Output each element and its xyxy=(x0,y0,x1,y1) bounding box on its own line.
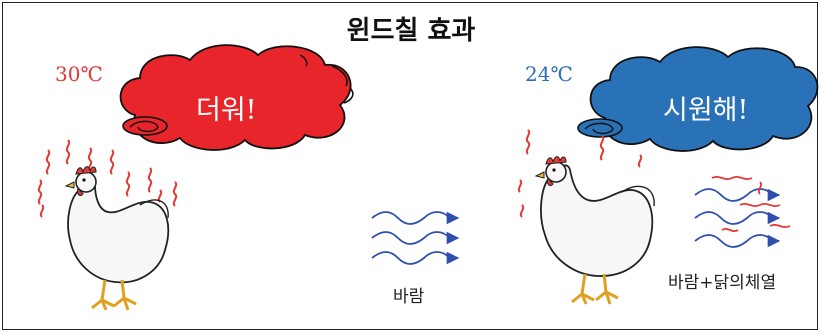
heat-waves-right xyxy=(517,129,643,218)
thought-bubble-red-icon xyxy=(119,44,354,151)
thought-bubble-blue-icon xyxy=(577,46,819,152)
wind-arrows-middle xyxy=(371,211,460,265)
wind-heat-label: 바람+닭의체열 xyxy=(668,273,777,293)
wind-heat-arrows xyxy=(694,175,791,248)
speech-hot-text: 더워! xyxy=(196,95,257,126)
temperature-cool-label: 24℃ xyxy=(525,62,573,86)
wind-label: 바람 xyxy=(393,287,425,307)
temperature-hot-label: 30℃ xyxy=(55,62,103,86)
speech-cool-text: 시원해! xyxy=(663,95,749,126)
chicken-cool-icon xyxy=(534,156,655,305)
diagram-title: 윈드칠 효과 xyxy=(346,16,476,46)
chicken-hot-icon xyxy=(64,166,170,311)
